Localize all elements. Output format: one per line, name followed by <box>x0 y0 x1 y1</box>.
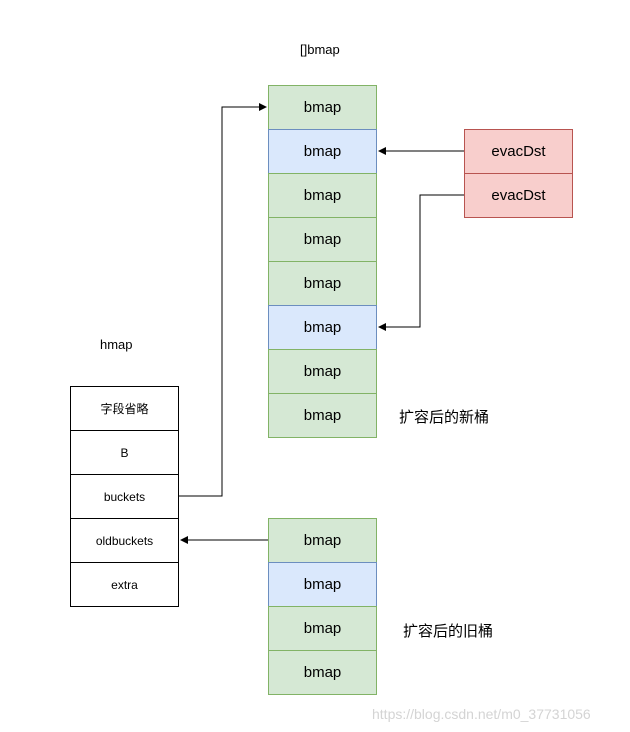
old-bucket-1: bmap <box>268 562 377 607</box>
old-buckets-note: 扩容后的旧桶 <box>403 623 494 640</box>
hmap-field-extra: extra <box>70 562 179 607</box>
new-bucket-2: bmap <box>268 173 377 218</box>
new-bucket-0: bmap <box>268 85 377 130</box>
new-bucket-5: bmap <box>268 305 377 350</box>
hmap-field-oldbuckets: oldbuckets <box>70 518 179 563</box>
hmap-field-b: B <box>70 430 179 475</box>
evac-dst-1: evacDst <box>464 173 573 218</box>
arrow-evac1-to-bucket5 <box>378 194 464 331</box>
new-bucket-4: bmap <box>268 261 377 306</box>
old-bucket-0: bmap <box>268 518 377 563</box>
hmap-label: hmap <box>100 337 133 352</box>
new-buckets-note: 扩容后的新桶 <box>399 409 490 426</box>
new-buckets-label: []bmap <box>300 42 340 57</box>
hmap-field-omitted: 字段省略 <box>70 386 179 431</box>
new-bucket-1: bmap <box>268 129 377 174</box>
arrow-buckets-to-new <box>179 103 267 497</box>
new-bucket-6: bmap <box>268 349 377 394</box>
old-bucket-3: bmap <box>268 650 377 695</box>
new-bucket-3: bmap <box>268 217 377 262</box>
hmap-field-buckets: buckets <box>70 474 179 519</box>
watermark: https://blog.csdn.net/m0_37731056 <box>372 706 591 722</box>
evac-dst-0: evacDst <box>464 129 573 174</box>
new-bucket-7: bmap <box>268 393 377 438</box>
